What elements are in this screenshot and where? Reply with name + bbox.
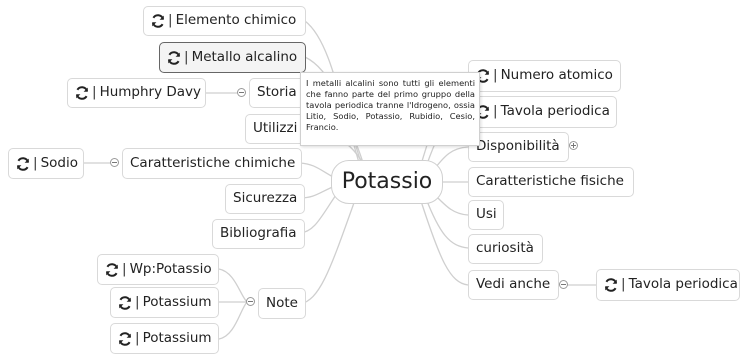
expand-toggle-disponibilita[interactable] <box>569 141 578 150</box>
potassium-node-1[interactable]: | Potassium <box>110 287 219 318</box>
link-separator: | <box>33 154 38 171</box>
tavola-periodica-node[interactable]: | Tavola periodica <box>468 96 617 128</box>
node-label: curiosità <box>476 240 534 257</box>
collapse-toggle-note[interactable] <box>246 297 255 306</box>
refresh-link-icon <box>106 262 118 277</box>
node-label: Humphry Davy <box>99 84 202 101</box>
humphry-davy-node[interactable]: | Humphry Davy <box>67 78 206 108</box>
central-topic-label: Potassio <box>341 169 433 194</box>
refresh-link-icon <box>119 331 131 346</box>
utilizzi-node[interactable]: Utilizzi <box>245 114 307 144</box>
node-label: Potassium <box>142 293 212 310</box>
potassium-node-2[interactable]: | Potassium <box>110 323 219 354</box>
link-separator: | <box>493 67 498 84</box>
curiosita-node[interactable]: curiosità <box>468 234 543 264</box>
collapse-toggle-vedi-anche[interactable] <box>559 280 568 289</box>
link-separator: | <box>92 84 97 101</box>
node-label: Vedi anche <box>476 276 551 293</box>
node-label: Metallo alcalino <box>191 48 298 65</box>
note-node[interactable]: Note <box>258 288 306 319</box>
wp-potassio-node[interactable]: | Wp:Potassio <box>97 254 219 285</box>
node-label: Storia <box>257 84 297 101</box>
sodio-node[interactable]: | Sodio <box>8 148 84 179</box>
node-label: Usi <box>476 206 497 223</box>
link-separator: | <box>135 329 140 346</box>
node-label: Numero atomico <box>500 67 613 84</box>
central-topic-potassio[interactable]: Potassio <box>331 160 443 204</box>
node-label: Elemento chimico <box>175 12 297 29</box>
node-label: Sicurezza <box>233 190 298 207</box>
node-label: Caratteristiche chimiche <box>130 154 296 171</box>
caratteristiche-chimiche-node[interactable]: Caratteristiche chimiche <box>122 148 302 179</box>
link-separator: | <box>621 276 626 293</box>
vedi-anche-node[interactable]: Vedi anche <box>468 270 559 300</box>
tavola-periodica-node-2[interactable]: | Tavola periodica <box>596 269 740 301</box>
node-label: Tavola periodica <box>500 103 610 120</box>
node-label: Note <box>266 294 298 311</box>
refresh-link-icon <box>605 278 617 292</box>
node-label: Utilizzi <box>253 120 298 137</box>
refresh-link-icon <box>17 156 29 171</box>
link-separator: | <box>184 48 189 65</box>
caratteristiche-fisiche-node[interactable]: Caratteristiche fisiche <box>468 167 634 197</box>
link-separator: | <box>122 260 127 277</box>
disponibilita-node[interactable]: Disponibilità <box>468 132 569 162</box>
refresh-link-icon <box>76 86 88 100</box>
node-label: Disponibilità <box>476 138 560 155</box>
tooltip-text: I metalli alcalini sono tutti gli elemen… <box>306 78 475 132</box>
elemento-chimico-node[interactable]: | Elemento chimico <box>143 6 306 36</box>
metallo-alcalino-node[interactable]: | Metallo alcalino <box>159 42 306 73</box>
link-separator: | <box>135 293 140 310</box>
refresh-link-icon <box>168 50 180 65</box>
node-label: Bibliografia <box>220 225 297 242</box>
node-label: Caratteristiche fisiche <box>476 173 624 190</box>
numero-atomico-node[interactable]: | Numero atomico <box>468 60 621 92</box>
storia-node[interactable]: Storia <box>249 78 307 108</box>
collapse-toggle-storia[interactable] <box>237 88 246 97</box>
link-separator: | <box>168 12 173 29</box>
sicurezza-node[interactable]: Sicurezza <box>225 184 305 214</box>
node-label: Tavola periodica <box>628 276 738 293</box>
link-separator: | <box>493 103 498 120</box>
node-label: Potassium <box>142 329 212 346</box>
collapse-toggle-caratteristiche-chimiche[interactable] <box>110 158 119 167</box>
refresh-link-icon <box>119 295 131 310</box>
node-label: Wp:Potassio <box>129 260 212 277</box>
node-label: Sodio <box>40 154 78 171</box>
refresh-link-icon <box>152 14 164 28</box>
bibliografia-node[interactable]: Bibliografia <box>212 219 305 249</box>
usi-node[interactable]: Usi <box>468 200 504 230</box>
node-tooltip: I metalli alcalini sono tutti gli elemen… <box>300 72 480 146</box>
